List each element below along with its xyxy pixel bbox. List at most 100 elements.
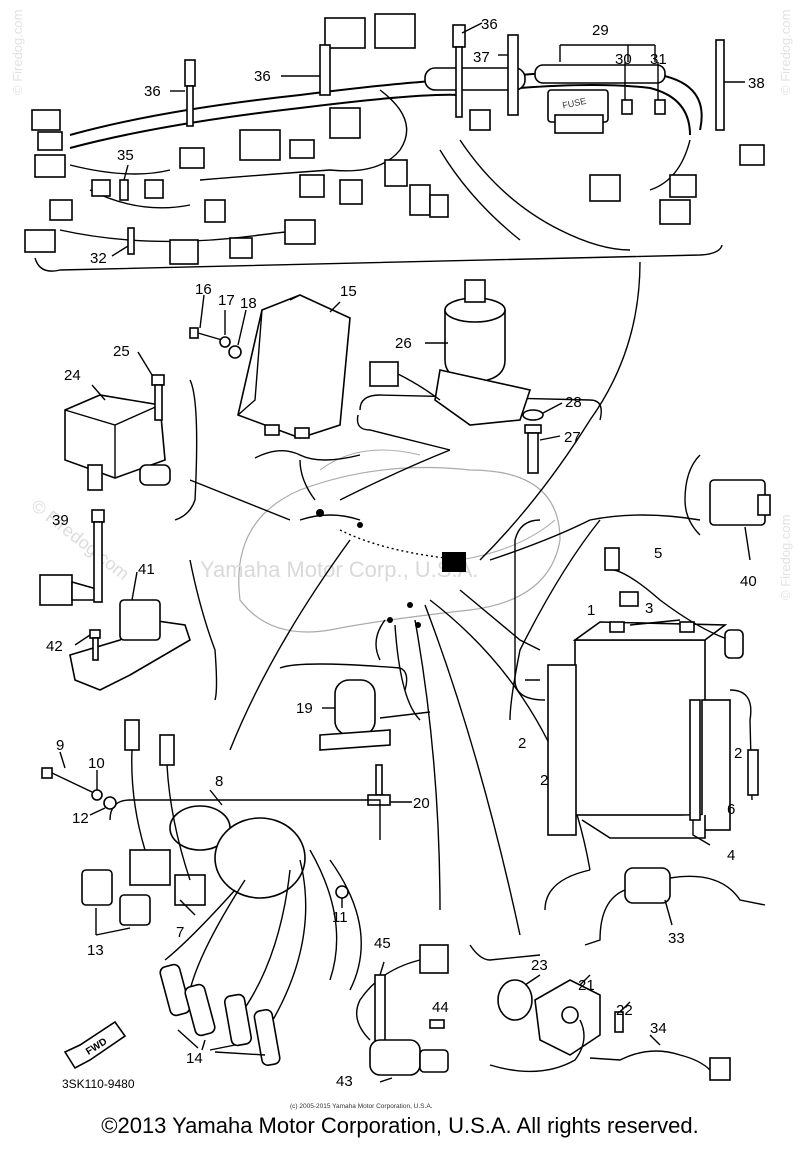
connector-r: [324, 17, 366, 49]
callout-37: 37: [473, 49, 490, 66]
band-35: [119, 179, 129, 201]
fuse-31: [654, 99, 666, 115]
callout-16: 16: [195, 281, 212, 298]
callout-45: 45: [374, 935, 391, 952]
callout-36b: 36: [254, 68, 271, 85]
bolt-27: [524, 424, 561, 474]
callout-15: 15: [340, 283, 357, 300]
callout-28: 28: [565, 394, 582, 411]
watermark-side-left: © Firedog.com: [10, 10, 25, 95]
connector-w: [469, 109, 491, 131]
small-copyright: (c) 2005-2015 Yamaha Motor Corporation, …: [290, 1103, 433, 1110]
callout-29: 29: [592, 22, 609, 39]
callout-8: 8: [215, 773, 223, 790]
callout-4: 4: [727, 847, 735, 864]
fuse-label: FUSE: [561, 96, 587, 111]
callout-7: 7: [176, 924, 184, 941]
callout-19: 19: [296, 700, 313, 717]
connector-j: [91, 179, 111, 197]
fwd-arrow: FWD: [63, 1020, 127, 1070]
callout-10: 10: [88, 755, 105, 772]
clamp-36a: [184, 59, 196, 87]
callout-32: 32: [90, 250, 107, 267]
connector-v: [429, 194, 449, 218]
callout-36a: 36: [144, 83, 161, 100]
callout-13: 13: [87, 942, 104, 959]
cover-13b: [119, 894, 151, 926]
rectifier-24: [64, 351, 198, 521]
pickup-assembly-21: [469, 944, 631, 1073]
connector-b: [37, 131, 63, 151]
bolt-16: [189, 327, 223, 341]
connector-a: [31, 109, 61, 131]
callout-20: 20: [413, 795, 430, 812]
nut-18: [228, 345, 242, 359]
copyright-footer: ©2013 Yamaha Motor Corporation, U.S.A. A…: [101, 1113, 699, 1138]
callout-14: 14: [186, 1050, 203, 1067]
connector-z: [659, 199, 691, 225]
callout-26: 26: [395, 335, 412, 352]
callout-22: 22: [616, 1002, 633, 1019]
clamp-36b: [319, 44, 331, 96]
connector-x: [589, 174, 621, 202]
callout-36c: 36: [481, 16, 498, 33]
callout-38: 38: [748, 75, 765, 92]
connector-g: [229, 237, 253, 259]
callout-17: 17: [218, 292, 235, 309]
connector-h: [284, 219, 316, 245]
callout-30: 30: [615, 51, 632, 68]
watermark-side-right: © Firedog.com: [778, 10, 793, 95]
callout-23: 23: [531, 957, 548, 974]
callout-5: 5: [654, 545, 662, 562]
callout-25: 25: [113, 343, 130, 360]
battery-1: [514, 519, 731, 839]
nut-12: [103, 796, 117, 810]
callout-9: 9: [56, 737, 64, 754]
battery-lead-6: [729, 689, 759, 801]
callout-40-left: 41: [138, 561, 155, 578]
ignition-coil-8: [109, 719, 381, 906]
connector-e: [24, 229, 56, 253]
callout-3: 3: [645, 600, 653, 617]
connector-t: [384, 159, 408, 187]
bolt-9: [41, 751, 93, 793]
connector-q: [339, 179, 363, 205]
washer-10: [91, 789, 103, 801]
callout-42: 42: [46, 638, 63, 655]
plug-leads-14: [159, 849, 362, 1066]
diagram-code: 3SK110-9480: [62, 1077, 135, 1091]
frame-outline: Yamaha Motor Corp., U.S.A. © Firedog.com: [28, 449, 561, 633]
wire-harness-group: FUSE: [24, 13, 765, 272]
clamp-37: [507, 34, 519, 116]
callout-33: 33: [668, 930, 685, 947]
connector-c: [34, 154, 66, 178]
watermark-center: Yamaha Motor Corp., U.S.A.: [200, 557, 478, 582]
callout-2b: 2: [540, 772, 548, 789]
callout-34: 34: [650, 1020, 667, 1037]
main-switch-26: [356, 279, 602, 451]
callout-labels: 1 2 2 2 3 4 5 6 7 8 9 10 11 12 13 14 15 …: [46, 16, 765, 1090]
band-32: [127, 227, 135, 255]
side-watermarks: © Firedog.com © Firedog.com © Firedog.co…: [10, 10, 793, 600]
callout-31: 31: [650, 51, 667, 68]
callout-2c: 2: [734, 745, 742, 762]
callout-11: 11: [332, 909, 348, 926]
switch-33: [544, 867, 766, 946]
fuse-box: FUSE: [547, 89, 609, 134]
callout-18: 18: [240, 295, 257, 312]
harness-bracket-line: [34, 244, 723, 272]
callout-1: 1: [587, 602, 595, 619]
connector-o: [329, 107, 361, 139]
connector-l: [179, 147, 205, 169]
callout-6: 6: [727, 801, 735, 818]
relay-40: [684, 454, 771, 561]
callout-43: 43: [336, 1073, 353, 1090]
routing-lines: [189, 261, 701, 936]
battery-cable-5: [604, 547, 744, 659]
connector-p: [299, 174, 325, 198]
callout-39: 39: [52, 512, 69, 529]
fuse-30: [621, 99, 633, 115]
cover-13a: [81, 869, 113, 906]
relay-assembly-41: [39, 509, 218, 701]
